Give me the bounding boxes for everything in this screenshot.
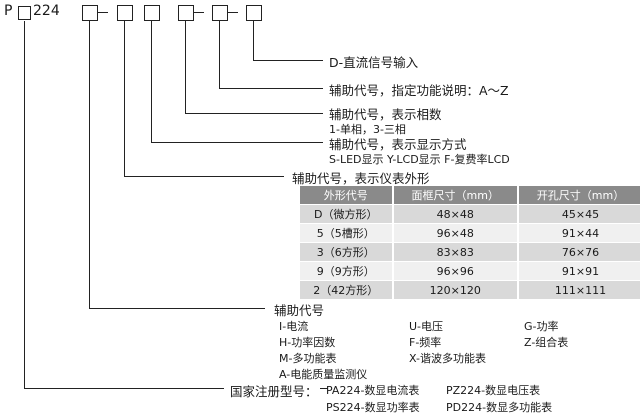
table-cell: 9（9方形）	[300, 261, 394, 281]
aux-code-title: 辅助代号	[274, 303, 325, 318]
aux-code-item: F-频率	[409, 336, 442, 349]
model-prefix: P	[4, 3, 13, 19]
branch-label-function: 辅助代号，指定功能说明：A～Z	[329, 83, 509, 98]
aux-code-item: U-电压	[409, 320, 444, 333]
connector-line	[320, 388, 328, 389]
table-cell: 96×96	[392, 261, 519, 281]
table-cell: 91×44	[517, 223, 640, 243]
connector-line	[219, 88, 323, 89]
aux-code-item: X-谐波多功能表	[409, 352, 486, 365]
separator-dash	[98, 12, 108, 13]
table-row: 3（6方形） 83×83 76×76	[300, 242, 640, 262]
branch-label-phase: 辅助代号，表示相数	[329, 107, 442, 122]
connector-line	[151, 21, 152, 143]
code-box-4	[178, 5, 194, 21]
connector-line	[124, 21, 125, 177]
aux-code-item: H-功率因数	[279, 336, 336, 349]
aux-code-item: I-电流	[279, 320, 309, 333]
table-cell: 120×120	[392, 280, 519, 299]
table-row: 5（5槽形） 96×48 91×44	[300, 223, 640, 243]
connector-line	[185, 113, 323, 114]
separator-dash	[228, 12, 238, 13]
separator-dash	[194, 12, 204, 13]
table-row: 2（42方形） 120×120 111×111	[300, 280, 640, 299]
connector-line	[24, 388, 224, 389]
table-cell: 76×76	[517, 242, 640, 262]
table-row: 9（9方形） 96×96 91×91	[300, 261, 640, 281]
connector-line	[124, 176, 284, 177]
table-cell: 45×45	[517, 204, 640, 224]
model-suffix: 224	[33, 3, 60, 19]
size-table: 外形代号 面框尺寸（mm） 开孔尺寸（mm） D（微方形） 48×48 45×4…	[300, 186, 640, 299]
table-header-row: 外形代号 面框尺寸（mm） 开孔尺寸（mm）	[300, 186, 640, 205]
branch-detail-phase: 1-单相，3-三相	[329, 123, 406, 136]
branch-detail-display: S-LED显示 Y-LCD显示 F-复费率LCD	[329, 153, 510, 166]
registered-model-item: PZ224-数显电压表	[446, 384, 541, 397]
aux-code-item: M-多功能表	[279, 352, 337, 365]
registered-model-label: 国家注册型号：	[230, 384, 318, 399]
aux-code-item: A-电能质量监测仪	[279, 368, 368, 381]
table-header: 面框尺寸（mm）	[392, 186, 519, 205]
table-cell: D（微方形）	[300, 204, 394, 224]
connector-line	[89, 308, 265, 309]
registered-model-item: PD224-数显多功能表	[446, 401, 553, 414]
branch-label-dc-input: D-直流信号输入	[329, 55, 419, 70]
table-cell: 83×83	[392, 242, 519, 262]
table-cell: 3（6方形）	[300, 242, 394, 262]
branch-label-display: 辅助代号，表示显示方式	[329, 137, 467, 152]
table-cell: 48×48	[392, 204, 519, 224]
table-cell: 2（42方形）	[300, 280, 394, 299]
table-header: 外形代号	[300, 186, 394, 205]
code-box-5	[212, 5, 228, 21]
code-box-6	[246, 5, 262, 21]
connector-line	[219, 21, 220, 89]
connector-line	[253, 21, 254, 61]
model-class-box	[18, 6, 31, 20]
registered-model-item: PA224-数显电流表	[326, 384, 420, 397]
connector-line	[24, 21, 25, 389]
connector-line	[185, 21, 186, 114]
connector-line	[151, 142, 323, 143]
code-box-2	[117, 5, 133, 21]
table-row: D（微方形） 48×48 45×45	[300, 204, 640, 224]
code-box-3	[144, 5, 160, 21]
table-cell: 96×48	[392, 223, 519, 243]
registered-model-item: PS224-数显功率表	[326, 401, 420, 414]
table-cell: 5（5槽形）	[300, 223, 394, 243]
table-cell: 111×111	[517, 280, 640, 299]
model-code: P	[4, 3, 12, 19]
connector-line	[89, 21, 90, 309]
branch-label-shape: 辅助代号，表示仪表外形	[292, 171, 430, 186]
table-header: 开孔尺寸（mm）	[517, 186, 640, 205]
code-box-1	[82, 5, 98, 21]
aux-code-item: Z-组合表	[524, 336, 569, 349]
table-cell: 91×91	[517, 261, 640, 281]
connector-line	[253, 60, 323, 61]
aux-code-item: G-功率	[524, 320, 559, 333]
